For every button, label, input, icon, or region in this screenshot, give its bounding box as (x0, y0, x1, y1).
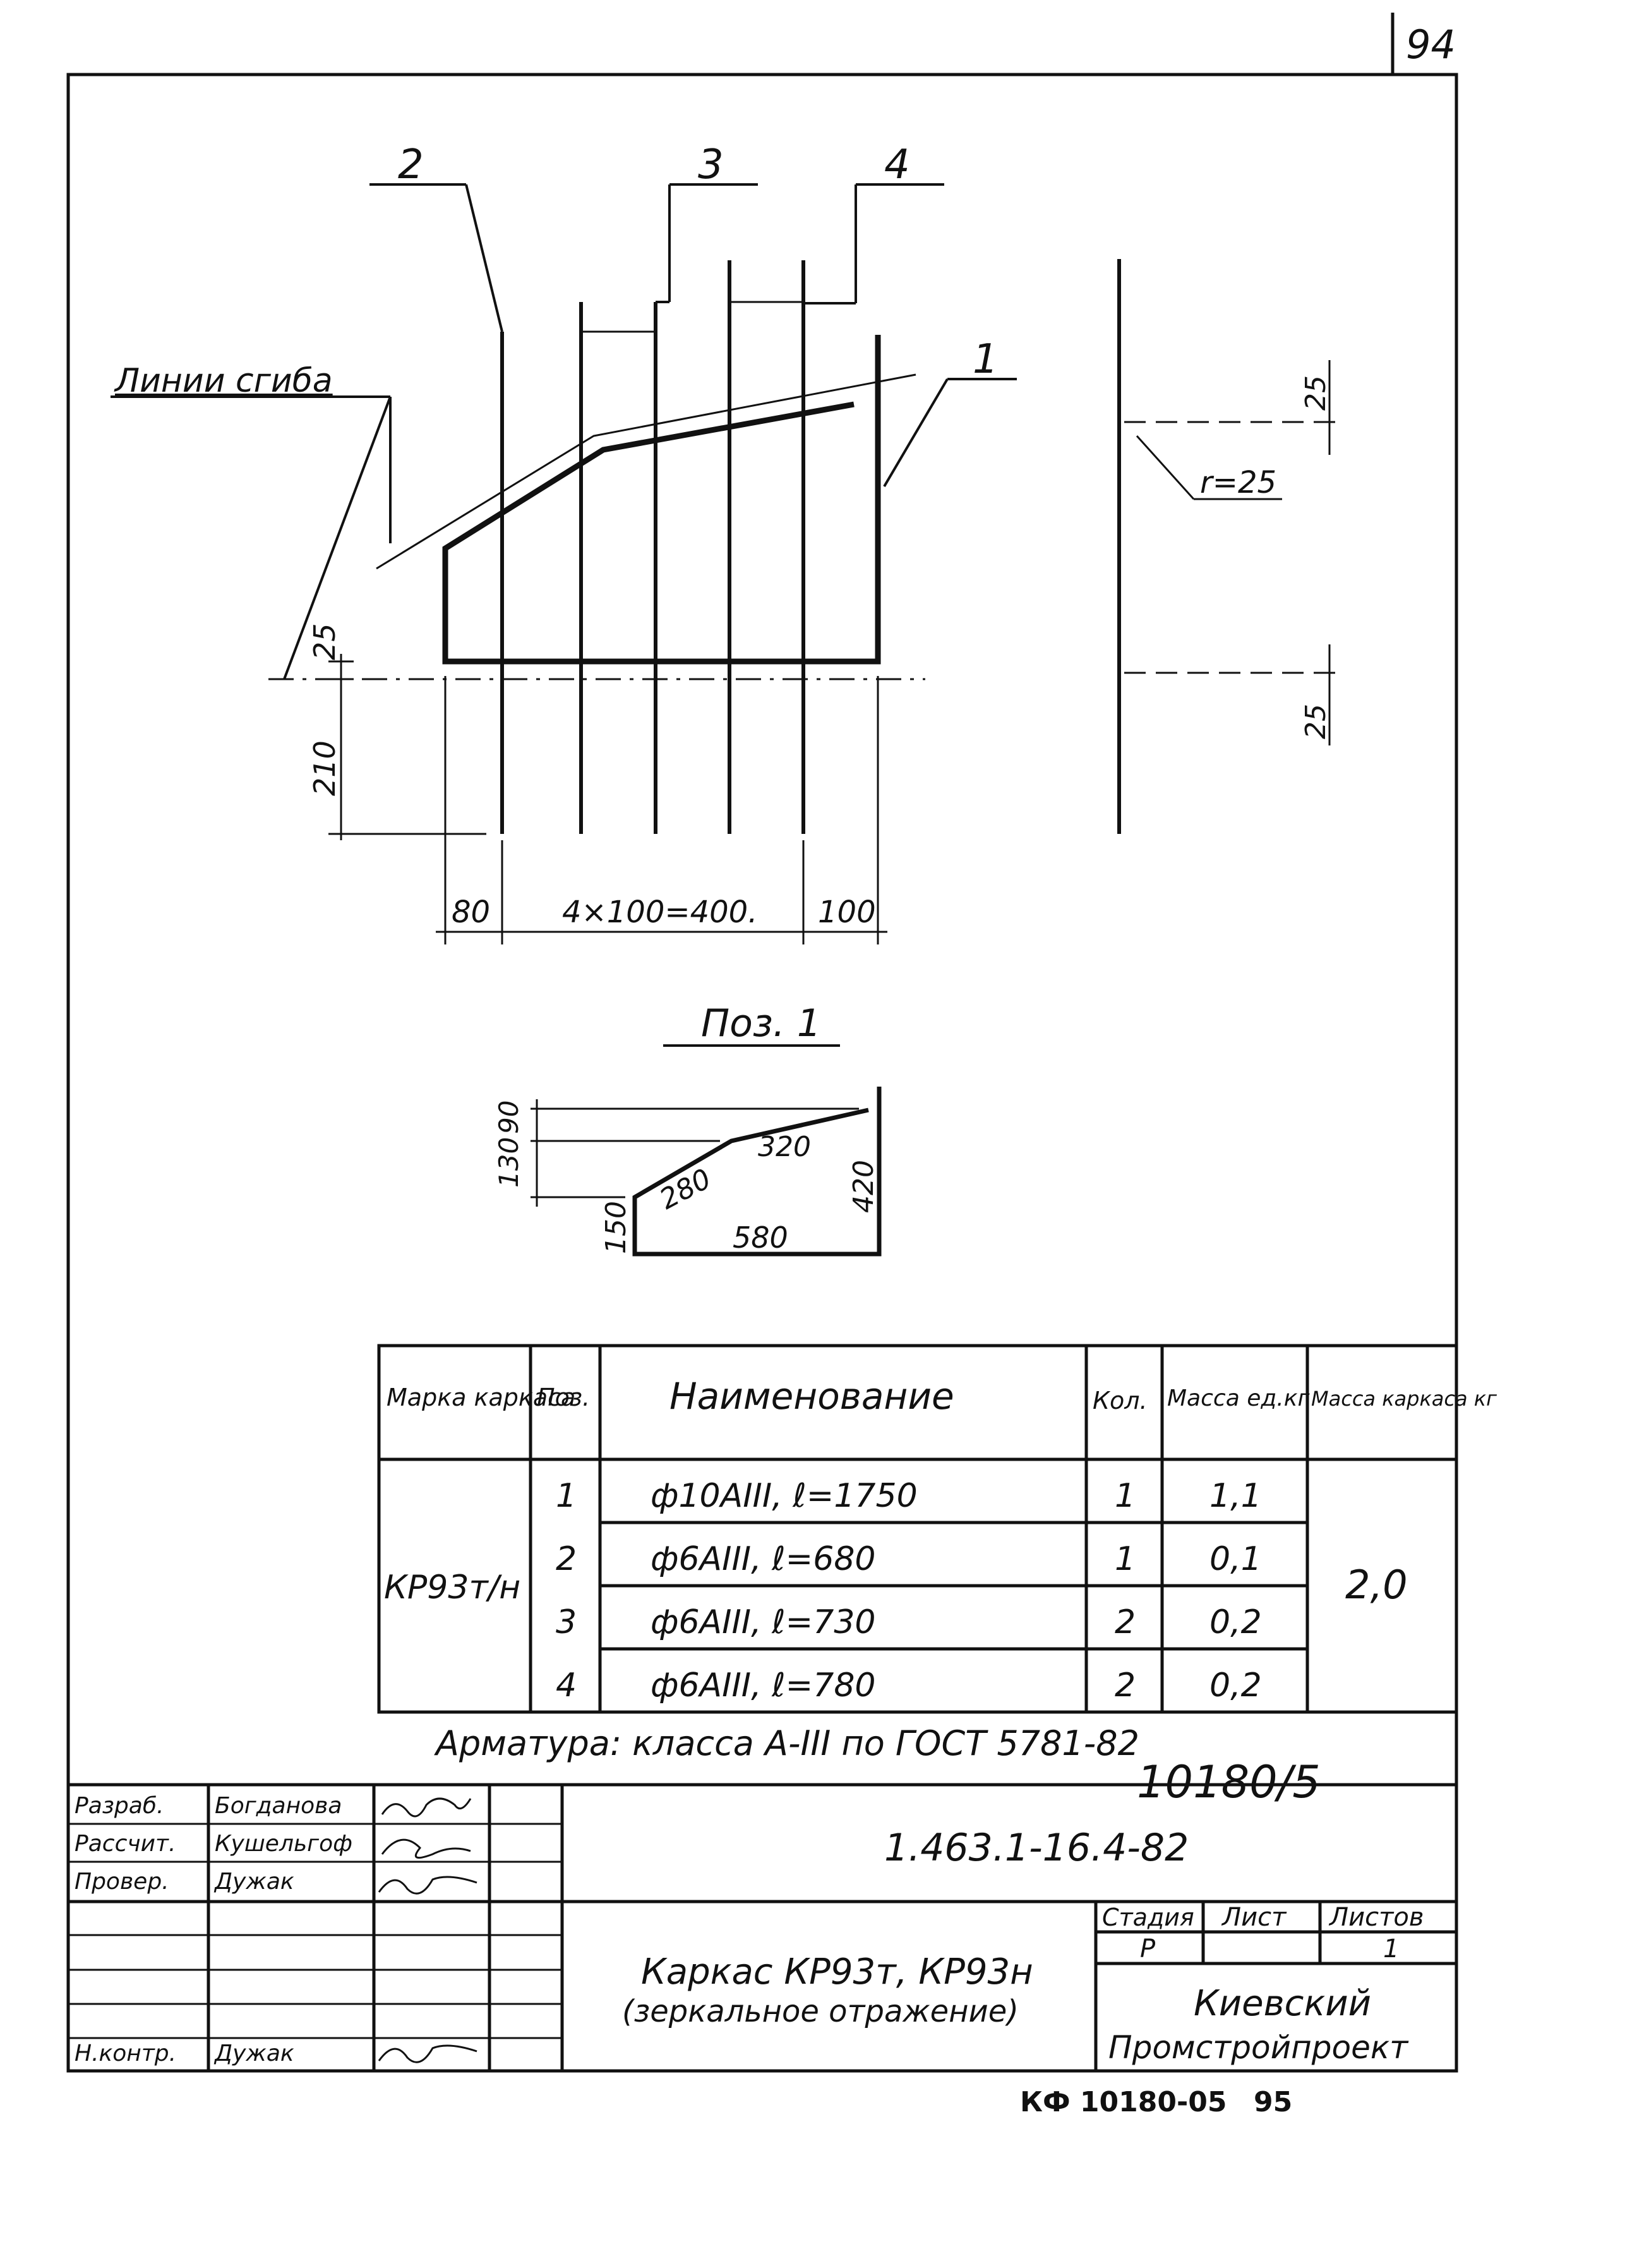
row-4-name: ф6АIII, ℓ=780 (651, 1667, 875, 1704)
page-number: 94 (1406, 21, 1456, 68)
spec-rows: 1 ф10АIII, ℓ=1750 1 1,1 2 ф6АIII, ℓ=680 … (556, 1477, 1262, 1704)
signature-7 (378, 2044, 477, 2063)
row-2-mass: 0,1 (1209, 1540, 1262, 1578)
dim-right: 100 (818, 895, 876, 930)
spec-table-grid (377, 1344, 1458, 1714)
th-pos: Поз. (537, 1384, 590, 1411)
pos1-dim-420: 420 (848, 1160, 880, 1213)
pos1-dim-90: 90 (493, 1101, 524, 1134)
callout-1: 1 (973, 336, 999, 383)
bend-lines (268, 373, 925, 680)
pos1-shape (632, 1087, 882, 1257)
row-2-name: ф6АIII, ℓ=680 (651, 1540, 875, 1578)
org-line-1: Киевский (1194, 1983, 1371, 2024)
signer-role-3: Провер. (75, 1869, 169, 1895)
th-qty: Кол. (1093, 1387, 1148, 1414)
row-1-name: ф10АIII, ℓ=1750 (651, 1477, 918, 1515)
signer-role-7: Н.контр. (75, 2041, 176, 2066)
row-1-qty: 1 (1115, 1477, 1136, 1515)
pos1-dim-280: 280 (654, 1162, 716, 1215)
signer-role-1: Разраб. (75, 1793, 164, 1819)
th-mark: Марка каркаса (387, 1384, 575, 1411)
th-name: Наименование (669, 1375, 954, 1418)
signer-name-1: Богданова (215, 1793, 342, 1819)
th-unit-mass: Масса ед.кг (1167, 1385, 1310, 1411)
main-view (442, 260, 881, 834)
row-4-mass: 0,2 (1209, 1667, 1262, 1704)
side-view-dims (1124, 360, 1339, 745)
pos1-dim-580: 580 (733, 1221, 788, 1255)
signer-name-2: Кушельгоф (215, 1831, 352, 1857)
side-dim-top: 25 (1300, 375, 1332, 411)
callout-4: 4 (884, 142, 910, 188)
row-1-pos: 1 (556, 1477, 577, 1515)
signers: Разраб. Богданова Рассчит. Кушельгоф Про… (75, 1793, 352, 2066)
side-radius: r=25 (1200, 465, 1276, 500)
doc-code: 1.463.1-16.4-82 (884, 1826, 1189, 1870)
callout-2: 2 (398, 142, 424, 188)
bar-1-bent (442, 335, 881, 665)
stage-value: Р (1140, 1934, 1156, 1963)
side-dim-bottom: 25 (1300, 704, 1332, 739)
row-4-pos: 4 (556, 1667, 577, 1704)
pos1-dim-150: 150 (600, 1201, 632, 1254)
row-1-mass: 1,1 (1209, 1477, 1262, 1515)
dim-bottom-offset: 210 (308, 740, 342, 796)
footer-code: КФ 10180-05 (1020, 2086, 1227, 2118)
sheets-value: 1 (1383, 1934, 1399, 1963)
main-dimensions (328, 301, 887, 944)
row-2-qty: 1 (1115, 1540, 1136, 1578)
spec-ref: 10180/5 (1137, 1756, 1321, 1808)
row-3-qty: 2 (1115, 1603, 1136, 1641)
dim-top-offset: 25 (308, 623, 342, 660)
signer-role-2: Рассчит. (75, 1831, 176, 1857)
row-4-qty: 2 (1115, 1667, 1136, 1704)
footer-page: 95 (1254, 2086, 1292, 2118)
sheet-frame (66, 13, 1458, 2073)
doc-subtitle: (зеркальное отражение) (622, 1994, 1019, 2029)
signer-name-3: Дужак (213, 1869, 294, 1895)
title-block-rows (68, 1823, 562, 2039)
title-block-grid (68, 1783, 1456, 2071)
spec-frame-mass: 2,0 (1345, 1562, 1408, 1608)
row-2-pos: 2 (556, 1540, 577, 1578)
callout-leaders (111, 183, 1017, 680)
th-frame-mass: Масса каркаса кг (1311, 1387, 1497, 1411)
signatures (378, 1797, 477, 2063)
row-3-name: ф6АIII, ℓ=730 (651, 1603, 875, 1641)
spec-note: Арматура: класса А-III по ГОСТ 5781-82 (434, 1723, 1139, 1763)
pos1-dims (531, 1099, 859, 1207)
doc-title: Каркас КР93т, КР93н (641, 1951, 1033, 1993)
sheet-label: Лист (1221, 1903, 1287, 1932)
signature-1 (381, 1797, 472, 1818)
row-3-pos: 3 (556, 1603, 577, 1641)
signer-name-7: Дужак (213, 2041, 294, 2066)
dim-left: 80 (452, 895, 490, 930)
stage-label: Стадия (1102, 1903, 1194, 1931)
callout-3: 3 (698, 142, 724, 188)
pos1-dim-320: 320 (758, 1131, 811, 1163)
pos1-title: Поз. 1 (701, 1001, 821, 1046)
pos1-dim-130: 130 (493, 1137, 524, 1188)
row-3-mass: 0,2 (1209, 1603, 1262, 1641)
sheets-label: Листов (1328, 1903, 1424, 1932)
signature-2 (381, 1838, 471, 1859)
org-line-2: Промстройпроект (1108, 2029, 1409, 2066)
signature-3 (378, 1876, 477, 1895)
bend-lines-label: Линии сгиба (114, 362, 333, 400)
spec-mark: КР93т/н (384, 1569, 520, 1607)
dim-middle: 4×100=400. (562, 895, 757, 930)
